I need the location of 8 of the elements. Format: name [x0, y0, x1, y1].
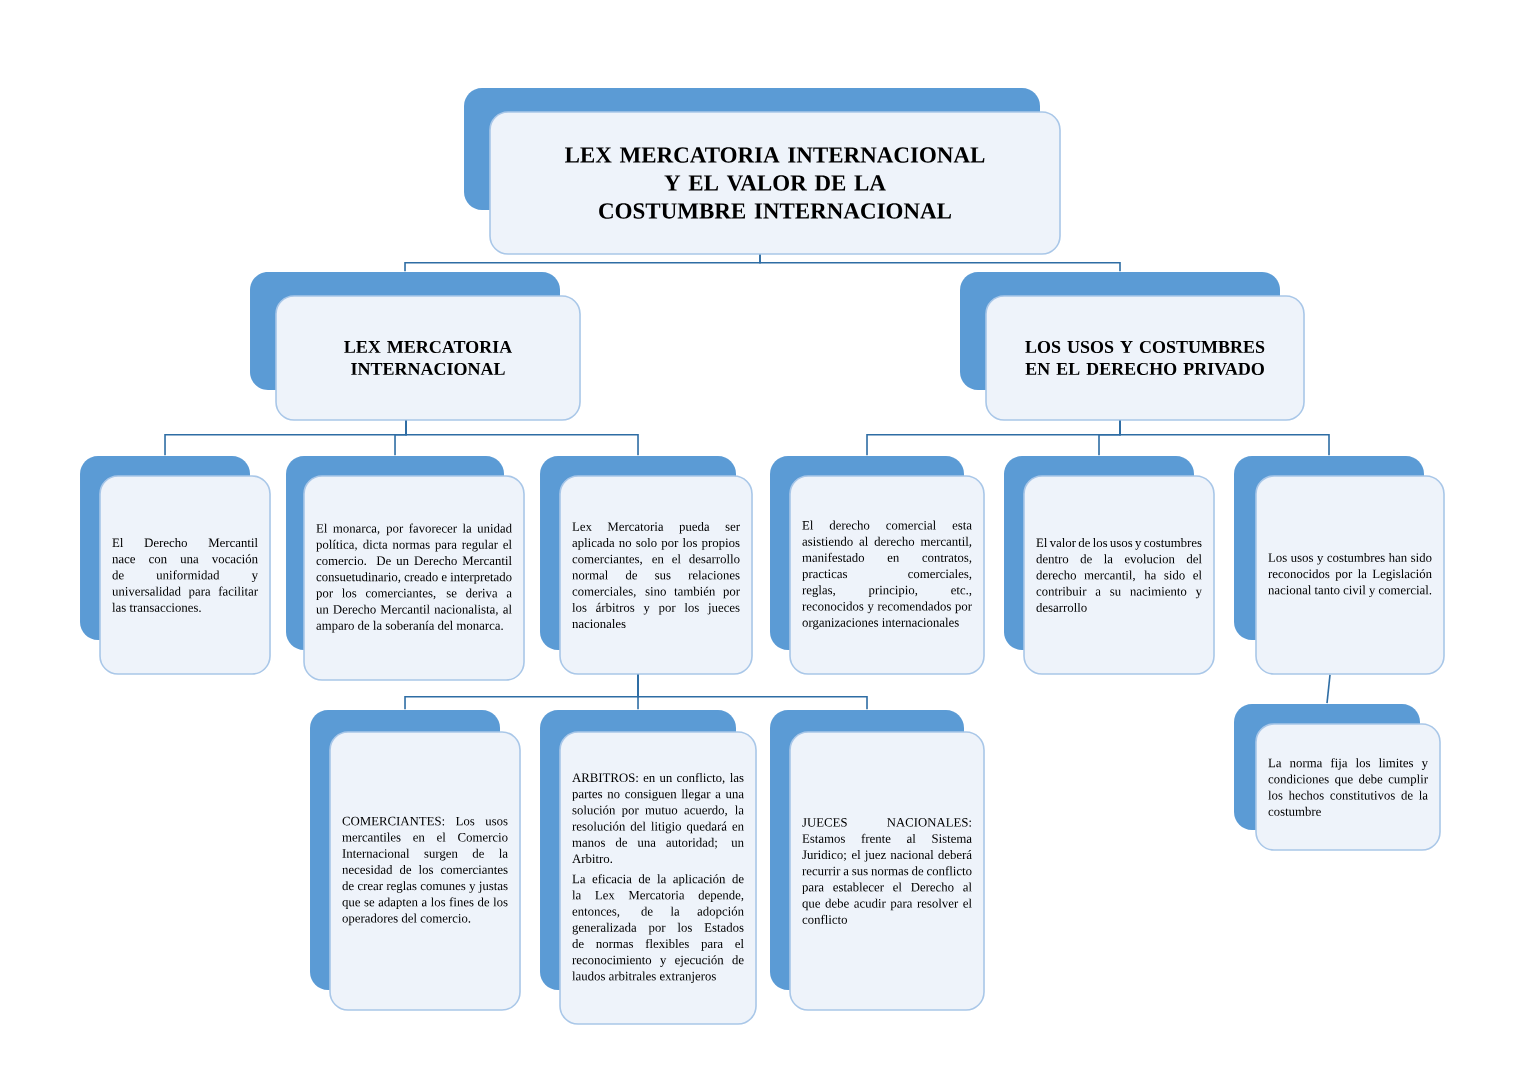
title-box: LEX MERCATORIA INTERNACIONAL Y EL VALOR DE LA COSTUMBRE INTERNACIONAL [464, 88, 1061, 255]
heading-box: LEX MERCATORIA INTERNACIONAL [250, 272, 581, 421]
connector-line [405, 420, 639, 456]
heading-box: LOS USOS Y COSTUMBRES EN EL DERECHO PRIVADO [960, 272, 1305, 421]
connector-line [637, 674, 868, 710]
connector-line [759, 254, 1121, 272]
connector-line [1326, 674, 1331, 704]
connector-line [1119, 420, 1330, 456]
